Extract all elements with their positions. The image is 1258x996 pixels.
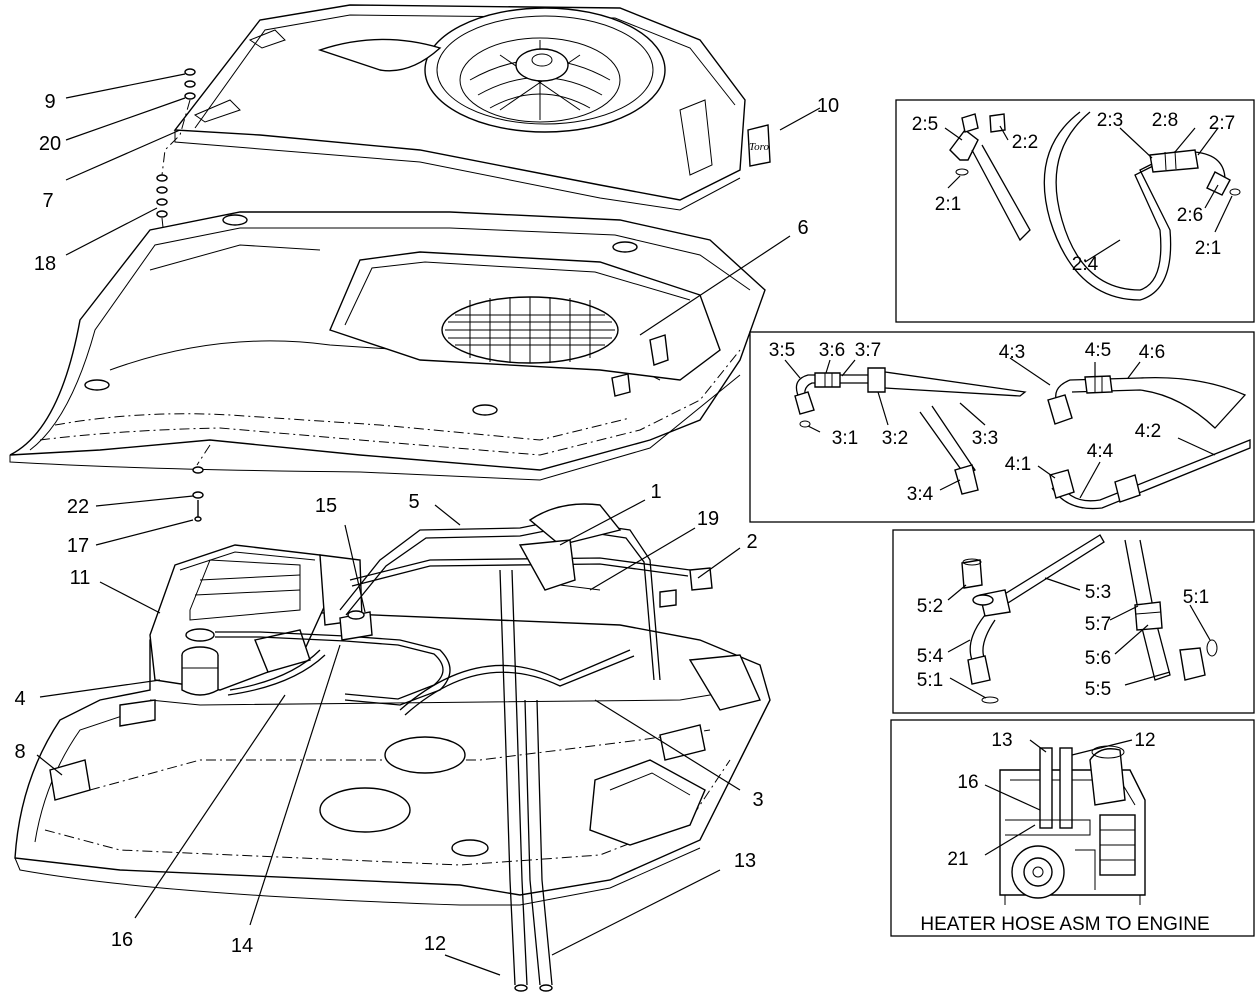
callout-17: 17 <box>67 535 89 557</box>
heater-valve <box>339 610 373 641</box>
callout-4-4: 4:4 <box>1087 441 1114 462</box>
engine-detail-panel: 13 12 16 21 HEATER HOSE ASM TO ENGINE <box>890 719 1255 937</box>
callout-3-4: 3:4 <box>907 484 934 505</box>
callout-2-1b: 2:1 <box>1195 238 1221 259</box>
callout-3-7: 3:7 <box>855 340 881 361</box>
callout-2-1a: 2:1 <box>935 194 961 215</box>
callout-20: 20 <box>39 133 61 155</box>
callout-16-engine: 16 <box>957 772 978 793</box>
callout-13: 13 <box>734 850 756 872</box>
headliner-panel <box>9 211 766 481</box>
callout-2-4: 2:4 <box>1072 254 1099 275</box>
callout-16: 16 <box>111 929 133 951</box>
callout-4-2: 4:2 <box>1135 421 1161 442</box>
callout-22: 22 <box>67 496 89 518</box>
callout-13-engine: 13 <box>991 730 1012 751</box>
callout-4: 4 <box>14 688 25 710</box>
callout-15: 15 <box>315 495 337 517</box>
callout-7: 7 <box>42 190 53 212</box>
callout-5-1a: 5:1 <box>1183 587 1209 608</box>
cable-tie <box>559 584 601 591</box>
heater-hose-loop <box>339 503 661 681</box>
callout-12-engine: 12 <box>1134 730 1155 751</box>
callout-5-1b: 5:1 <box>917 670 943 691</box>
callout-4-6: 4:6 <box>1139 342 1165 363</box>
callout-2-8: 2:8 <box>1152 110 1178 131</box>
callout-5-4: 5:4 <box>917 646 944 667</box>
callout-3-1: 3:1 <box>832 428 858 449</box>
callout-2-6: 2:6 <box>1177 205 1203 226</box>
callout-5-7: 5:7 <box>1085 614 1111 635</box>
callout-5-5: 5:5 <box>1085 679 1111 700</box>
callout-2: 2 <box>746 531 757 553</box>
callout-2-7: 2:7 <box>1209 113 1235 134</box>
callout-14: 14 <box>231 935 253 957</box>
engine-detail-caption: HEATER HOSE ASM TO ENGINE <box>920 914 1209 935</box>
callout-1: 1 <box>650 481 661 503</box>
callout-18: 18 <box>34 253 56 275</box>
callout-2-2: 2:2 <box>1012 132 1038 153</box>
toro-decal: Toro <box>747 124 771 167</box>
detail-panel-2: 2:5 2:2 2:1 2:3 2:8 2:7 2:6 2:1 2:4 <box>895 99 1255 323</box>
hardware-washers-18 <box>156 174 168 218</box>
roof-cover <box>173 4 746 211</box>
callout-6: 6 <box>797 217 808 239</box>
callout-3-5: 3:5 <box>769 340 795 361</box>
callout-8: 8 <box>14 741 25 763</box>
callout-5-2: 5:2 <box>917 596 943 617</box>
callout-3-2: 3:2 <box>882 428 908 449</box>
callout-3-3: 3:3 <box>972 428 998 449</box>
callout-5: 5 <box>408 491 419 513</box>
detail-panel-5: 5:2 5:3 5:1 5:7 5:4 5:6 5:1 5:5 <box>892 529 1255 714</box>
callout-9: 9 <box>44 91 55 113</box>
callout-12: 12 <box>424 933 446 955</box>
callout-21: 21 <box>947 849 968 870</box>
hardware-bolt-9 <box>184 68 196 100</box>
callout-4-1: 4:1 <box>1005 454 1031 475</box>
fitting-2 <box>659 567 713 608</box>
toro-logo-text: Toro <box>749 141 769 153</box>
engine-illustration <box>999 745 1146 905</box>
callout-5-3: 5:3 <box>1085 582 1111 603</box>
headliner-vent-grille <box>445 297 615 363</box>
callout-11: 11 <box>70 567 91 589</box>
ac-hoses <box>215 557 691 716</box>
heater-hoses-to-engine <box>499 569 553 992</box>
callout-19: 19 <box>697 508 719 530</box>
callout-labels: 9 20 7 18 10 6 1 5 19 2 15 11 4 8 3 22 1… <box>14 91 839 957</box>
detail-panel-3-4: 3:5 3:6 3:7 3:1 3:2 3:3 3:4 4:3 4:5 4:6 … <box>749 331 1255 523</box>
callout-10: 10 <box>817 95 839 117</box>
callout-3-6: 3:6 <box>819 340 845 361</box>
callout-leaders <box>36 73 821 976</box>
callout-2-5: 2:5 <box>912 114 938 135</box>
receiver-drier <box>181 628 219 696</box>
callout-4-5: 4:5 <box>1085 340 1111 361</box>
callout-5-6: 5:6 <box>1085 648 1111 669</box>
callout-2-3: 2:3 <box>1097 110 1123 131</box>
callout-3: 3 <box>752 789 763 811</box>
hardware-fastener-22 <box>192 466 204 522</box>
callout-4-3: 4:3 <box>999 342 1025 363</box>
